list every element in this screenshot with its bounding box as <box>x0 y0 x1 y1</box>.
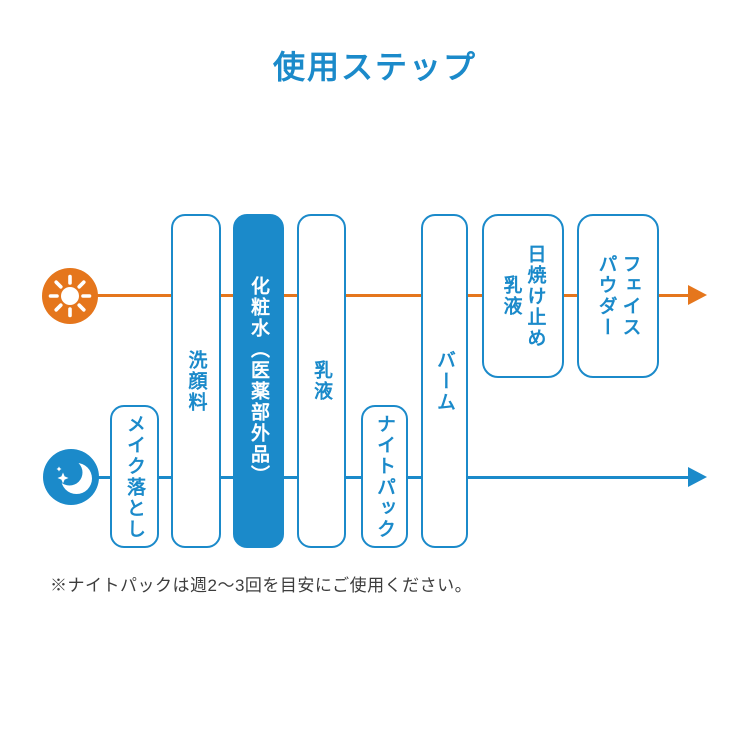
step-label: 洗顔料 <box>185 349 207 413</box>
sun-icon <box>42 268 98 324</box>
moon-icon <box>43 449 99 505</box>
step-box-face-powder: フェイス パウダー <box>577 214 659 378</box>
step-box-lotion: 化粧水（医薬部外品） <box>233 214 284 548</box>
usage-note: ※ナイトパックは週2〜3回を目安にご使用ください。 <box>50 576 473 595</box>
day-arrow-icon <box>688 285 707 305</box>
step-box-night-pack: ナイトパック <box>361 405 408 548</box>
night-arrow-icon <box>688 467 707 487</box>
step-label-col2: 乳液 <box>500 275 522 317</box>
step-label: バーム <box>434 349 455 413</box>
step-box-balm: バーム <box>421 214 468 548</box>
step-box-face-wash: 洗顔料 <box>171 214 221 548</box>
step-label-col1: 日焼け止め <box>524 243 546 349</box>
step-label-col1: フェイス <box>619 254 641 338</box>
step-box-sunscreen-milk: 日焼け止め 乳液 <box>482 214 564 378</box>
step-box-milky-lotion: 乳液 <box>297 214 346 548</box>
step-label: 乳液 <box>311 360 332 402</box>
step-label: メイク落とし <box>124 413 145 540</box>
step-label-col2: パウダー <box>595 254 617 338</box>
step-label: ナイトパック <box>374 413 395 540</box>
page-title: 使用ステップ <box>272 49 477 85</box>
step-label: 化粧水（医薬部外品） <box>248 276 269 486</box>
step-box-makeup-remover: メイク落とし <box>110 405 159 548</box>
day-flow-line <box>70 294 690 297</box>
